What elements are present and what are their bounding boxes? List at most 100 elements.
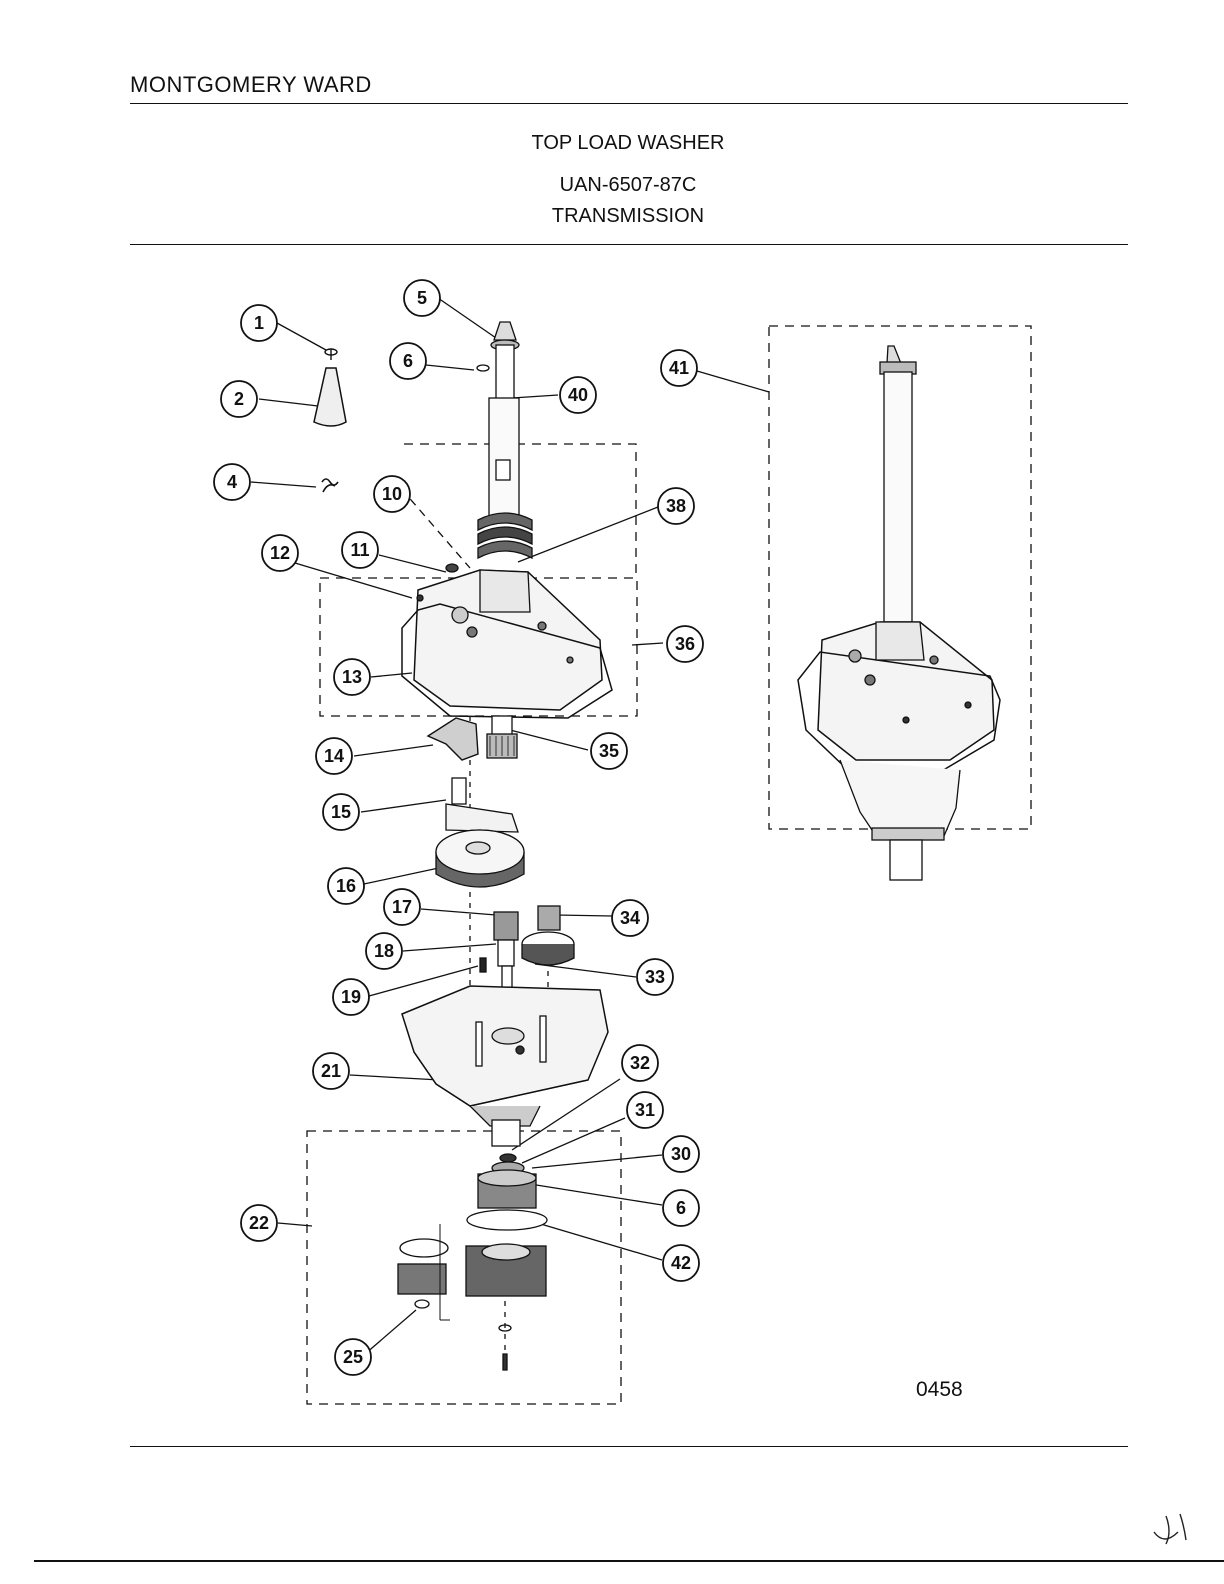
callout-33: 33 xyxy=(636,958,674,996)
footer-rule xyxy=(130,1446,1128,1447)
callout-label: 2 xyxy=(234,389,244,409)
callout-11: 11 xyxy=(341,531,379,569)
callout-16: 16 xyxy=(327,867,365,905)
callout-label: 5 xyxy=(417,288,427,308)
callout-label: 6 xyxy=(676,1198,686,1218)
callout-6: 6 xyxy=(389,342,427,380)
callout-circle xyxy=(261,534,299,572)
callout-38: 38 xyxy=(657,487,695,525)
callout-label: 38 xyxy=(666,496,686,516)
callout-label: 21 xyxy=(321,1061,341,1081)
callout-30: 30 xyxy=(662,1135,700,1173)
callout-circle xyxy=(327,867,365,905)
brand-name: MONTGOMERY WARD xyxy=(130,72,372,97)
callout-circle xyxy=(611,899,649,937)
callout-circle xyxy=(662,1135,700,1173)
callout-21: 21 xyxy=(312,1052,350,1090)
callout-circle xyxy=(334,1338,372,1376)
callout-label: 31 xyxy=(635,1100,655,1120)
callout-circle xyxy=(662,1189,700,1227)
callout-25: 25 xyxy=(334,1338,372,1376)
part-35-pinion xyxy=(486,715,518,759)
callout-circle xyxy=(213,463,251,501)
callout-label: 14 xyxy=(324,746,344,766)
callout-12: 12 xyxy=(261,534,299,572)
section-title: TRANSMISSION xyxy=(551,205,705,227)
callout-circle xyxy=(220,380,258,418)
callout-13: 13 xyxy=(333,658,371,696)
callout-40: 40 xyxy=(559,376,597,414)
callout-circle xyxy=(315,737,353,775)
callout-label: 22 xyxy=(249,1213,269,1233)
callout-label: 6 xyxy=(403,351,413,371)
part-nut xyxy=(324,348,338,360)
callout-label: 18 xyxy=(374,941,394,961)
callout-circle xyxy=(373,475,411,513)
callout-31: 31 xyxy=(626,1091,664,1129)
part-15-crank xyxy=(445,777,519,833)
leader-lines xyxy=(250,297,770,1355)
page-edge-rule xyxy=(34,1560,1224,1562)
callout-label: 30 xyxy=(671,1144,691,1164)
product-title: TOP LOAD WASHER xyxy=(531,132,725,154)
part-21-lower-housing xyxy=(401,985,609,1147)
callout-label: 11 xyxy=(350,540,369,560)
part-22-brake-kit xyxy=(397,1224,547,1371)
callout-18: 18 xyxy=(365,932,403,970)
callout-label: 34 xyxy=(620,908,640,928)
callout-36: 36 xyxy=(666,625,704,663)
callout-19: 19 xyxy=(332,978,370,1016)
callout-circle xyxy=(666,625,704,663)
callout-label: 10 xyxy=(382,484,402,504)
callout-circle xyxy=(626,1091,664,1129)
callout-22: 22 xyxy=(240,1204,278,1242)
header-rule-bottom xyxy=(130,244,1128,245)
callout-circle xyxy=(559,376,597,414)
upper-housing xyxy=(401,563,613,719)
callout-6: 6 xyxy=(662,1189,700,1227)
callout-circle xyxy=(590,732,628,770)
callout-circle xyxy=(312,1052,350,1090)
part-callouts: 1245610111213141516171819212225303132333… xyxy=(213,279,704,1376)
callout-label: 32 xyxy=(630,1053,650,1073)
callout-label: 16 xyxy=(336,876,356,896)
callout-14: 14 xyxy=(315,737,353,775)
callout-4: 4 xyxy=(213,463,251,501)
part-cap xyxy=(313,367,347,427)
callout-label: 35 xyxy=(599,741,619,761)
callout-label: 15 xyxy=(331,802,351,822)
callout-circle xyxy=(341,531,379,569)
callout-circle xyxy=(383,888,421,926)
callout-label: 19 xyxy=(341,987,361,1007)
callout-label: 1 xyxy=(254,313,264,333)
figure-number: 0458 xyxy=(916,1378,963,1401)
callout-label: 12 xyxy=(270,543,290,563)
callout-circle xyxy=(365,932,403,970)
callout-34: 34 xyxy=(611,899,649,937)
callout-label: 4 xyxy=(227,472,237,492)
part-14-lever xyxy=(426,717,479,761)
callout-32: 32 xyxy=(621,1044,659,1082)
callout-circle xyxy=(660,349,698,387)
callout-circle xyxy=(240,1204,278,1242)
callout-circle xyxy=(240,304,278,342)
lower-bearing-parts xyxy=(466,1153,548,1231)
upper-shaft xyxy=(476,321,533,560)
callout-circle xyxy=(621,1044,659,1082)
callout-circle xyxy=(333,658,371,696)
callout-circle xyxy=(662,1244,700,1282)
callout-35: 35 xyxy=(590,732,628,770)
callout-42: 42 xyxy=(662,1244,700,1282)
part-16-gear xyxy=(435,829,525,888)
callout-15: 15 xyxy=(322,793,360,831)
part-41-complete-transmission xyxy=(797,345,1001,881)
callout-circle xyxy=(657,487,695,525)
callout-circle xyxy=(389,342,427,380)
callout-1: 1 xyxy=(240,304,278,342)
callout-label: 33 xyxy=(645,967,665,987)
handwritten-initials xyxy=(1153,1513,1187,1545)
callout-label: 13 xyxy=(342,667,362,687)
part-33-34-gear xyxy=(521,905,575,966)
callout-10: 10 xyxy=(373,475,411,513)
